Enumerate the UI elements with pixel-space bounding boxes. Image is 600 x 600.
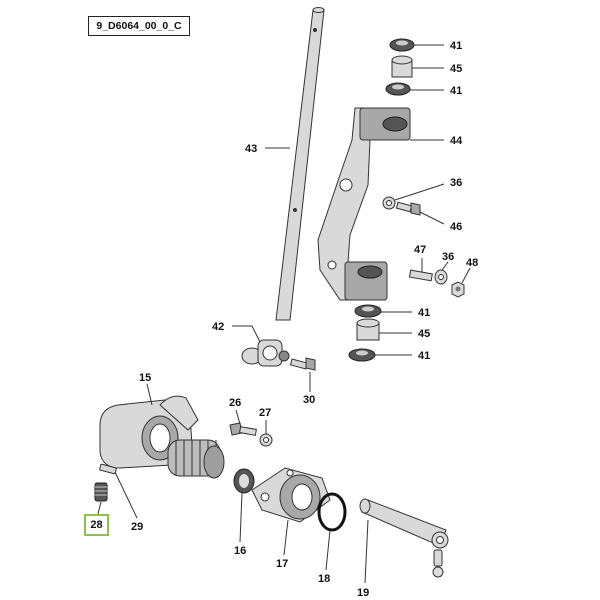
label-29: 29 — [131, 521, 143, 533]
label-44: 44 — [450, 135, 463, 147]
part-41-seal-lower-2[interactable] — [348, 348, 376, 362]
label-16: 16 — [234, 545, 246, 557]
label-41-lower-1: 41 — [418, 307, 430, 319]
part-36-washer-upper[interactable] — [382, 196, 396, 210]
part-30-bolt[interactable] — [289, 357, 316, 371]
label-30: 30 — [303, 394, 315, 406]
part-16-seal-ring[interactable] — [233, 468, 255, 494]
part-41-seal-lower-1[interactable] — [354, 304, 382, 318]
part-46-bolt[interactable] — [395, 201, 421, 216]
part-19-pin[interactable] — [359, 498, 449, 578]
part-47-stud[interactable] — [408, 269, 433, 282]
label-26: 26 — [229, 397, 241, 409]
part-41-seal-upper-1[interactable] — [389, 38, 415, 52]
part-26-bolt[interactable] — [229, 422, 257, 436]
part-27-washer[interactable] — [259, 433, 273, 447]
part-45-bushing-lower[interactable] — [356, 318, 380, 341]
part-15-housing[interactable] — [99, 395, 199, 469]
part-29-set-screw[interactable] — [99, 463, 117, 475]
part-17-flange-housing[interactable] — [251, 467, 331, 523]
label-43: 43 — [245, 143, 257, 155]
label-46: 46 — [450, 221, 462, 233]
label-36-upper: 36 — [450, 177, 462, 189]
label-18: 18 — [318, 573, 330, 585]
label-41-upper-1: 41 — [450, 40, 462, 52]
label-36-lower: 36 — [442, 251, 454, 263]
part-36-washer-lower[interactable] — [434, 269, 448, 285]
label-42: 42 — [212, 321, 224, 333]
label-27: 27 — [259, 407, 271, 419]
part-45-bushing-upper[interactable] — [391, 55, 413, 78]
part-42-swivel-block[interactable] — [241, 339, 290, 367]
part-28-grease-fitting[interactable] — [94, 482, 108, 502]
label-48: 48 — [466, 257, 478, 269]
drawing-reference-code: 9_D6064_00_0_C — [88, 16, 190, 36]
label-47: 47 — [414, 244, 426, 256]
label-41-upper-2: 41 — [450, 85, 462, 97]
part-48-nut[interactable] — [451, 281, 465, 298]
part-41-seal-upper-2[interactable] — [385, 82, 411, 96]
part-18-o-ring[interactable] — [317, 492, 347, 532]
label-41-lower-2: 41 — [418, 350, 430, 362]
label-45-lower: 45 — [418, 328, 430, 340]
label-45-upper: 45 — [450, 63, 462, 75]
part-43-shaft[interactable] — [275, 7, 325, 321]
label-28-highlighted[interactable]: 28 — [84, 514, 109, 536]
label-19: 19 — [357, 587, 369, 599]
label-15: 15 — [139, 372, 151, 384]
part-44-bracket[interactable] — [317, 107, 411, 301]
leader-lines — [97, 44, 471, 584]
spring[interactable] — [167, 439, 225, 479]
label-17: 17 — [276, 558, 288, 570]
part-labels: 41 45 41 44 36 46 47 36 48 41 45 41 43 4… — [131, 40, 478, 599]
